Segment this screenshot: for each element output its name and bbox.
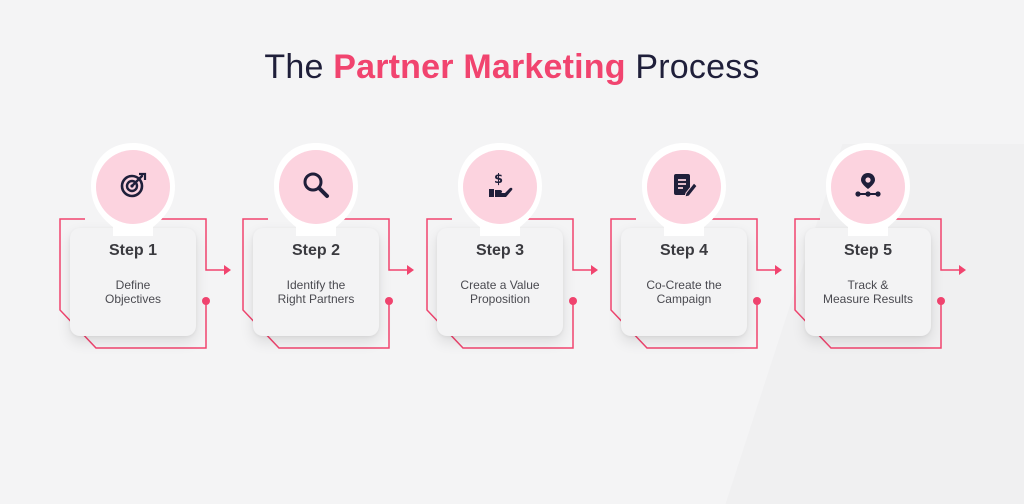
process-steps: Step 1 Define Objectives: [59, 140, 995, 360]
step-description: Create a Value Proposition: [460, 278, 540, 306]
step-description: Track & Measure Results: [822, 278, 914, 306]
step-icon-bubble: [83, 140, 183, 240]
step-icon-bubble: [266, 140, 366, 240]
step-title: Step 4: [659, 242, 708, 259]
location-route-icon: [855, 173, 881, 197]
title-suffix: Process: [635, 48, 760, 86]
document-edit-icon: [674, 174, 698, 198]
step-icon-bubble: [818, 140, 918, 240]
step-card: Step 5 Track & Measure Results: [805, 228, 931, 336]
step-card: Step 1 Define Objectives: [70, 228, 196, 336]
svg-text:$: $: [494, 172, 503, 187]
step-5: Step 5 Track & Measure Results: [794, 140, 995, 360]
search-icon: [303, 172, 329, 198]
step-description: Identify the Right Partners: [277, 278, 355, 306]
step-3: Step 3 Create a Value Proposition $: [426, 140, 627, 360]
bubble-inner: [463, 150, 537, 224]
step-1: Step 1 Define Objectives: [59, 140, 260, 360]
step-icon-bubble: [634, 140, 734, 240]
step-title: Step 2: [291, 242, 340, 259]
title-prefix: The: [264, 48, 324, 86]
step-title: Step 1: [108, 242, 157, 259]
step-4: Step 4 Co-Create the Campaign: [610, 140, 811, 360]
step-title: Step 3: [475, 242, 524, 259]
money-hand-icon: $: [489, 172, 513, 197]
page-title: The Partner Marketing Process: [0, 48, 1024, 87]
step-title: Step 5: [843, 242, 892, 259]
step-card: Step 2 Identify the Right Partners: [253, 228, 379, 336]
step-2: Step 2 Identify the Right Partners: [242, 140, 443, 360]
step-description: Define Objectives: [104, 278, 162, 306]
step-icon-bubble: $: [450, 140, 550, 240]
step-card: Step 3 Create a Value Proposition: [437, 228, 563, 336]
target-icon: [120, 172, 147, 198]
step-card: Step 4 Co-Create the Campaign: [621, 228, 747, 336]
bubble-inner: [279, 150, 353, 224]
step-description: Co-Create the Campaign: [646, 278, 722, 306]
title-highlight: Partner Marketing: [333, 48, 626, 86]
